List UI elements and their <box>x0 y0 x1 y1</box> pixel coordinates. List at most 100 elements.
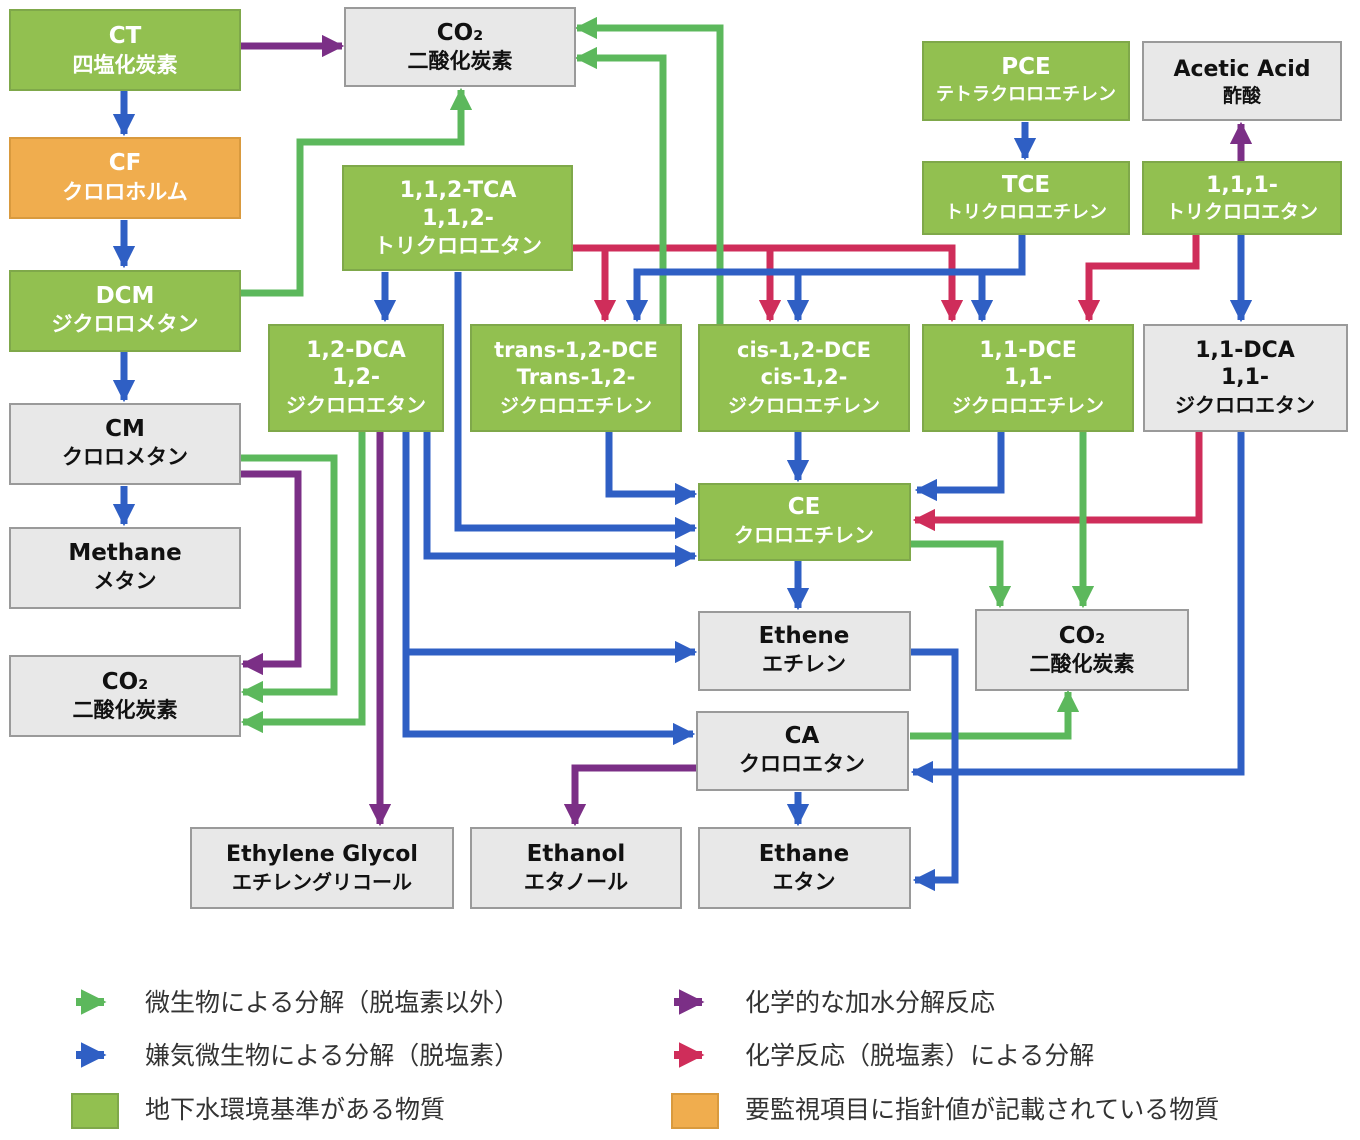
node-tdce-prefix: Trans-1,2- <box>517 365 636 389</box>
legend-blue-arrow-label: 嫌気微生物による分解（脱塩素） <box>145 1041 519 1070</box>
node-acetic-symbol: Acetic Acid <box>1173 57 1310 82</box>
node-tca112-name: トリクロロエタン <box>374 234 542 258</box>
node-ca-name: クロロエタン <box>739 752 865 776</box>
node-tca112-symbol: 1,1,2-TCA <box>400 178 517 203</box>
node-cm-symbol: CM <box>105 416 145 442</box>
node-tca111[interactable]: 1,1,1- トリクロロエタン <box>1142 161 1342 235</box>
node-cf-name: クロロホルム <box>62 180 188 204</box>
node-cf-symbol: CF <box>109 150 142 176</box>
arrow-tca112-dce11 <box>770 244 964 323</box>
node-dca11-prefix: 1,1- <box>1221 365 1269 390</box>
node-dce11-prefix: 1,1- <box>1004 365 1052 390</box>
arrow-tca112-ce <box>454 272 698 540</box>
node-cdce-prefix: cis-1,2- <box>761 365 848 389</box>
node-tca112[interactable]: 1,1,2-TCA 1,1,2- トリクロロエタン <box>342 165 573 271</box>
legend-orange-box-icon <box>671 1093 719 1129</box>
node-pce[interactable]: PCE テトラクロロエチレン <box>922 41 1130 121</box>
arrow-dce11-ce <box>914 432 1005 502</box>
node-dce11[interactable]: 1,1-DCE 1,1- ジクロロエチレン <box>922 324 1134 432</box>
node-co2-top-name: 二酸化炭素 <box>408 49 513 73</box>
node-ethane-symbol: Ethane <box>759 841 850 867</box>
arrow-tce-tdce <box>625 268 798 323</box>
node-tca111-name: トリクロロエタン <box>1166 201 1318 223</box>
node-dcm[interactable]: DCM ジクロロメタン <box>9 270 241 352</box>
node-co2-left-name: 二酸化炭素 <box>73 698 178 722</box>
node-dca12-prefix: 1,2- <box>332 365 380 390</box>
node-ethanol-name: エタノール <box>524 870 628 894</box>
legend-green-box-label: 地下水環境基準がある物質 <box>145 1095 445 1124</box>
node-tca111-prefix: 1,1,1- <box>1206 173 1278 198</box>
legend-orange-box-label: 要監視項目に指針値が記載されている物質 <box>745 1095 1219 1124</box>
node-dca11[interactable]: 1,1-DCA 1,1- ジクロロエタン <box>1143 324 1348 432</box>
arrow-ca-ethanol <box>563 764 697 827</box>
node-tdce-symbol: trans-1,2-DCE <box>494 338 658 362</box>
node-co2-right[interactable]: CO₂ 二酸化炭素 <box>975 609 1189 691</box>
arrow-dcm-co2 <box>240 87 473 297</box>
node-co2-top[interactable]: CO₂ 二酸化炭素 <box>344 7 576 87</box>
node-dca12[interactable]: 1,2-DCA 1,2- ジクロロエタン <box>268 324 444 432</box>
node-methane[interactable]: Methane メタン <box>9 527 241 609</box>
node-ca-symbol: CA <box>785 723 820 749</box>
node-cdce-name: ジクロロエチレン <box>728 395 880 417</box>
legend-green-box-icon <box>71 1093 119 1129</box>
node-tce-name: トリクロロエチレン <box>945 202 1107 223</box>
node-methane-symbol: Methane <box>68 540 181 566</box>
node-dcm-name: ジクロロメタン <box>52 312 199 336</box>
node-co2-right-symbol: CO₂ <box>1059 623 1106 649</box>
node-ce-name: クロロエチレン <box>734 523 874 547</box>
node-dca12-symbol: 1,2-DCA <box>306 338 406 363</box>
arrow-cdce-co2 <box>574 16 724 325</box>
legend-green-arrow-label: 微生物による分解（脱塩素以外） <box>145 988 519 1017</box>
node-ethene[interactable]: Ethene エチレン <box>698 611 911 691</box>
arrow-tca112-tdce <box>573 244 617 323</box>
node-glycol-name: エチレングリコール <box>232 870 412 894</box>
node-ethanol-symbol: Ethanol <box>527 841 626 867</box>
arrow-dca11-ca <box>910 432 1245 784</box>
node-co2-left[interactable]: CO₂ 二酸化炭素 <box>9 655 241 737</box>
node-glycol-symbol: Ethylene Glycol <box>226 842 418 867</box>
node-trans-dce[interactable]: trans-1,2-DCE Trans-1,2- ジクロロエチレン <box>470 324 682 432</box>
node-acetic-acid[interactable]: Acetic Acid 酢酸 <box>1142 41 1342 121</box>
node-cm[interactable]: CM クロロメタン <box>9 403 241 485</box>
legend-purple-arrow-label: 化学的な加水分解反応 <box>745 988 995 1017</box>
node-cis-dce[interactable]: cis-1,2-DCE cis-1,2- ジクロロエチレン <box>698 324 910 432</box>
arrow-ce-co2 <box>910 540 1012 609</box>
node-cdce-symbol: cis-1,2-DCE <box>737 338 871 362</box>
node-ethane[interactable]: Ethane エタン <box>698 827 911 909</box>
node-ethanol[interactable]: Ethanol エタノール <box>470 827 682 909</box>
node-ct[interactable]: CT 四塩化炭素 <box>9 9 241 91</box>
node-ce-symbol: CE <box>788 494 821 520</box>
legend-red-arrow-label: 化学反応（脱塩素）による分解 <box>745 1041 1094 1070</box>
node-co2-top-symbol: CO₂ <box>437 20 484 46</box>
arrow-tca112-cdce <box>605 244 782 323</box>
arrow-dca11-ce <box>912 432 1203 532</box>
node-tce[interactable]: TCE トリクロロエチレン <box>922 161 1130 235</box>
node-dca12-name: ジクロロエタン <box>286 393 426 417</box>
legend: 微生物による分解（脱塩素以外） 嫌気微生物による分解（脱塩素） 地下水環境基準が… <box>71 988 1219 1129</box>
node-ct-name: 四塩化炭素 <box>73 53 178 77</box>
node-co2-right-name: 二酸化炭素 <box>1030 652 1135 676</box>
node-tca112-prefix: 1,1,2- <box>422 206 494 231</box>
arrow-dca12-ce <box>423 432 698 568</box>
node-dce11-name: ジクロロエチレン <box>952 395 1104 417</box>
arrow-dca12-ca <box>402 652 696 746</box>
arrow-tdce-co2 <box>574 46 667 325</box>
node-ethene-symbol: Ethene <box>759 623 850 649</box>
node-ethylene-glycol[interactable]: Ethylene Glycol エチレングリコール <box>190 827 454 909</box>
node-ce[interactable]: CE クロロエチレン <box>698 483 911 561</box>
node-pce-name: テトラクロロエチレン <box>936 84 1116 105</box>
arrow-tca111-dce11 <box>1077 234 1200 323</box>
node-ct-symbol: CT <box>109 23 142 49</box>
arrow-cm-co2-green <box>240 454 338 704</box>
node-ethane-name: エタン <box>773 870 836 894</box>
arrow-dca12-co2 <box>240 432 366 734</box>
node-cf[interactable]: CF クロロホルム <box>9 137 241 219</box>
node-ca[interactable]: CA クロロエタン <box>696 711 909 791</box>
arrow-tce-dce11 <box>970 234 1026 323</box>
node-methane-name: メタン <box>94 569 157 593</box>
node-acetic-name: 酢酸 <box>1223 84 1262 107</box>
node-pce-symbol: PCE <box>1001 54 1050 80</box>
node-dcm-symbol: DCM <box>96 283 155 309</box>
arrow-cm-co2 <box>240 470 302 676</box>
